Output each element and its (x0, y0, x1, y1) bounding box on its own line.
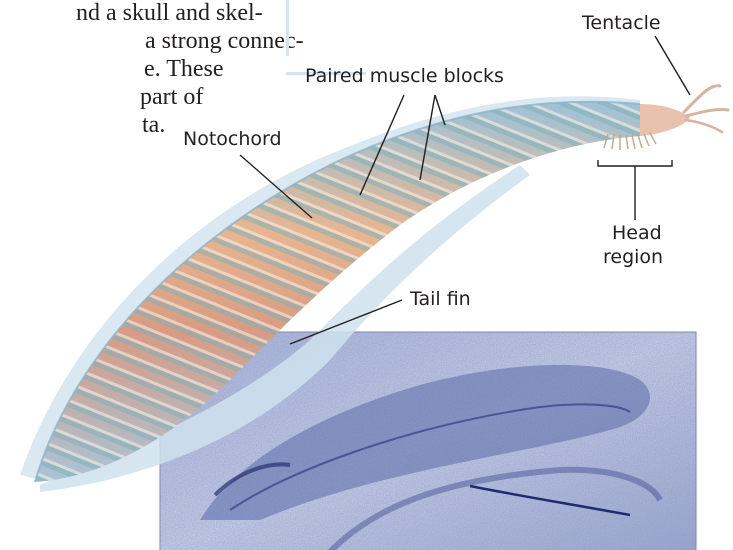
label-head-region-line-1: Head (612, 222, 662, 244)
label-head-region-line-2: region (603, 246, 663, 268)
label-paired-muscle-blocks: Paired muscle blocks (305, 65, 504, 87)
label-tentacle: Tentacle (582, 12, 661, 34)
label-tail-fin: Tail fin (410, 288, 471, 310)
label-notochord: Notochord (183, 128, 282, 150)
